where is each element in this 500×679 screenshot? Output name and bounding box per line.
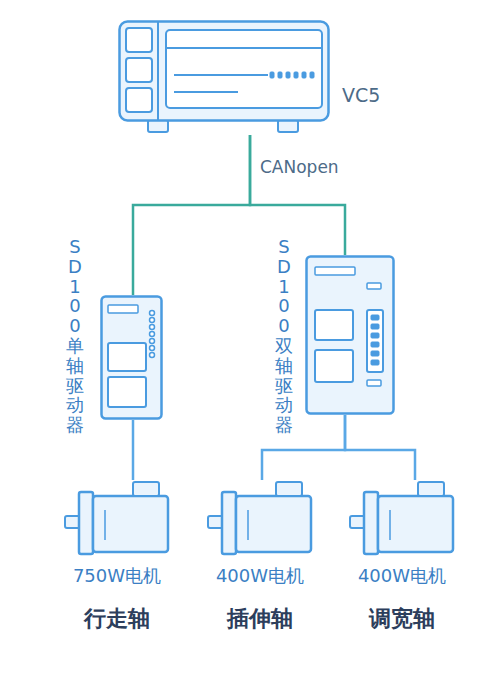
front-panel (166, 30, 322, 108)
drive-name: SD100单轴驱动器 (66, 237, 84, 435)
drive-tab (367, 380, 381, 386)
terminal-pin (371, 351, 379, 356)
device-illustration (305, 255, 395, 415)
servo-motor: 750W电机行走轴 (65, 480, 170, 556)
motor-flange (222, 492, 236, 554)
io-module (126, 88, 152, 112)
display-panel (108, 343, 146, 371)
axis-name: 插伸轴 (227, 604, 293, 634)
panel-led (286, 72, 290, 78)
terminal-pin (371, 315, 379, 320)
motor-rating: 400W电机 (216, 564, 304, 588)
terminal-pin (150, 339, 155, 344)
terminal-pin (150, 318, 155, 323)
motor-body (378, 496, 453, 552)
terminal-pin (371, 360, 379, 365)
bus-connector (132, 420, 135, 480)
body-ridge (247, 510, 249, 540)
servo-motor: 400W电机调宽轴 (350, 480, 455, 556)
device-foot (148, 120, 168, 132)
module-divider (157, 22, 159, 121)
terminal-box (418, 482, 444, 496)
terminal-box (133, 482, 159, 496)
connector-panel (108, 377, 146, 407)
panel-led (302, 72, 306, 78)
axis-name: 调宽轴 (369, 604, 435, 634)
controller-box: VC5 (118, 20, 330, 135)
body-ridge (104, 510, 106, 540)
motor-rating: 750W电机 (73, 564, 161, 588)
axis-name: 行走轴 (84, 604, 150, 634)
motor-flange (79, 492, 93, 554)
bus-connector (250, 135, 345, 255)
bus-connector (133, 135, 250, 295)
motor-flange (364, 492, 378, 554)
bus-connector (345, 415, 415, 480)
device-illustration (118, 20, 330, 135)
device-illustration (208, 480, 313, 556)
bus-connector (262, 415, 345, 480)
device-foot (278, 120, 298, 132)
io-module (126, 58, 152, 82)
panel-led (278, 72, 282, 78)
motor-body (236, 496, 311, 552)
terminal-block (367, 310, 383, 372)
device-illustration (350, 480, 455, 556)
panel-rail (174, 91, 238, 93)
body-ridge (389, 510, 391, 540)
motor-rating: 400W电机 (358, 564, 446, 588)
panel-led (294, 72, 298, 78)
terminal-pin (150, 325, 155, 330)
terminal-pin (371, 324, 379, 329)
terminal-pin (150, 346, 155, 351)
single-axis-drive: SD100单轴驱动器 (100, 295, 163, 420)
terminal-pin (150, 311, 155, 316)
drive-label (315, 267, 355, 275)
terminal-pin (371, 342, 379, 347)
servo-motor: 400W电机插伸轴 (208, 480, 313, 556)
panel-rail (174, 74, 268, 76)
panel-band (166, 47, 322, 49)
device-illustration (100, 295, 163, 420)
bus-label: CANopen (257, 157, 342, 177)
device-illustration (65, 480, 170, 556)
motor-body (93, 496, 168, 552)
drive-housing (102, 297, 162, 419)
connector-panel (315, 350, 353, 382)
io-module (126, 28, 152, 52)
display-panel (315, 310, 353, 340)
panel-led (310, 72, 314, 78)
drive-housing (307, 257, 394, 414)
device-housing (120, 22, 329, 121)
device-name: VC5 (342, 84, 380, 106)
terminal-pin (371, 333, 379, 338)
terminal-box (276, 482, 302, 496)
drive-name: SD100双轴驱动器 (275, 237, 293, 435)
terminal-pin (150, 332, 155, 337)
terminal-pin (150, 353, 155, 358)
drive-label (108, 305, 138, 313)
drive-tab (367, 283, 381, 289)
panel-led (270, 72, 274, 78)
dual-axis-drive: SD100双轴驱动器 (305, 255, 395, 415)
